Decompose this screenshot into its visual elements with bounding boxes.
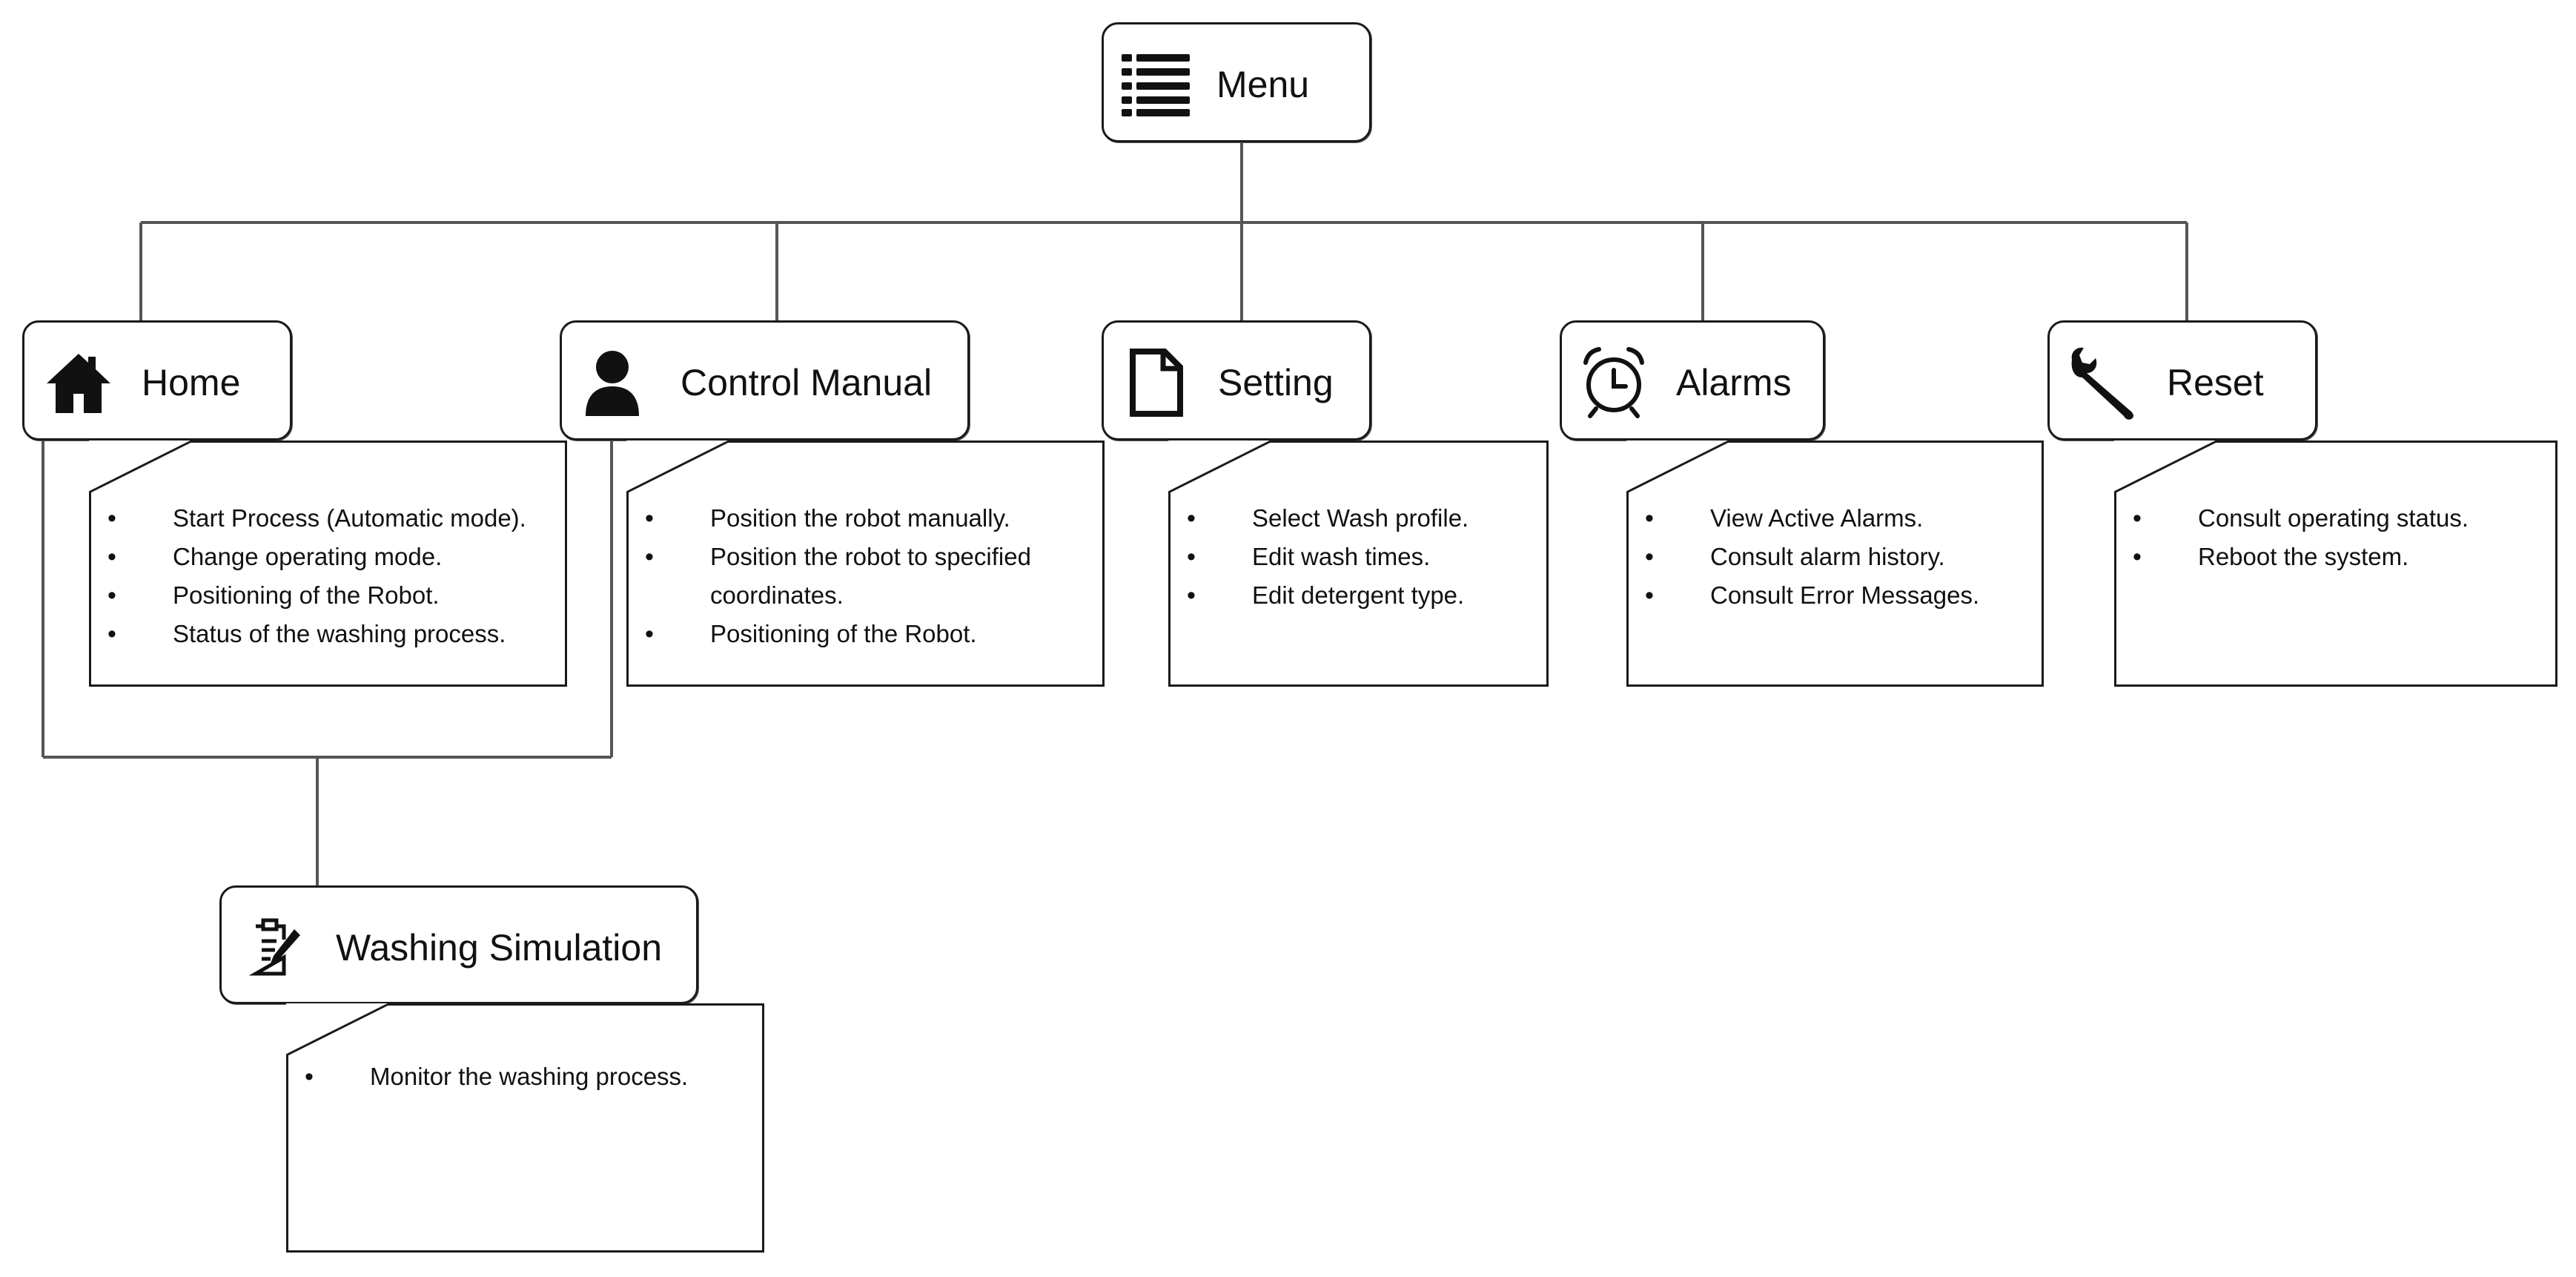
- list-item: Select Wash profile.: [1187, 499, 1541, 538]
- washing-simulation-node[interactable]: Washing Simulation: [219, 885, 698, 1004]
- user-icon: [583, 349, 642, 418]
- reset-label: Reset: [2167, 362, 2264, 403]
- control-manual-node[interactable]: Control Manual: [560, 320, 970, 440]
- list-item: Monitor the washing process.: [305, 1057, 755, 1096]
- wrench-icon: [2067, 346, 2142, 420]
- alarms-node[interactable]: Alarms: [1560, 320, 1825, 440]
- alarms-label: Alarms: [1676, 362, 1792, 403]
- list-item: Reboot the system.: [2133, 538, 2546, 576]
- list-item: Status of the washing process.: [107, 615, 558, 653]
- reset-description: Consult operating status. Reboot the sys…: [2114, 440, 2557, 687]
- list-item: Positioning of the Robot.: [645, 615, 1096, 653]
- setting-node[interactable]: Setting: [1102, 320, 1371, 440]
- home-description: Start Process (Automatic mode). Change o…: [89, 440, 567, 687]
- alarms-description: View Active Alarms. Consult alarm histor…: [1626, 440, 2044, 687]
- home-node[interactable]: Home: [22, 320, 292, 440]
- setting-label: Setting: [1218, 362, 1334, 403]
- home-icon: [45, 351, 112, 415]
- document-icon: [1129, 348, 1184, 418]
- list-item: Consult Error Messages.: [1645, 576, 2036, 615]
- list-item: Consult operating status.: [2133, 499, 2546, 538]
- clipboard-edit-icon: [245, 917, 305, 977]
- list-item: Change operating mode.: [107, 538, 558, 576]
- setting-description: Select Wash profile. Edit wash times. Ed…: [1168, 440, 1549, 687]
- menu-node[interactable]: Menu: [1102, 22, 1371, 142]
- washing-simulation-description: Monitor the washing process.: [286, 1003, 764, 1253]
- washing-simulation-label: Washing Simulation: [336, 927, 663, 969]
- list-item: Start Process (Automatic mode).: [107, 499, 558, 538]
- control-manual-description: Position the robot manually. Position th…: [626, 440, 1105, 687]
- list-item: Edit wash times.: [1187, 538, 1541, 576]
- list-item: Position the robot to specified coordina…: [645, 538, 1096, 615]
- list-item: Consult alarm history.: [1645, 538, 2036, 576]
- list-item: Positioning of the Robot.: [107, 576, 558, 615]
- control-manual-label: Control Manual: [681, 362, 933, 403]
- alarm-clock-icon: [1580, 346, 1648, 419]
- menu-label: Menu: [1216, 64, 1310, 105]
- list-item: View Active Alarms.: [1645, 499, 2036, 538]
- reset-node[interactable]: Reset: [2047, 320, 2317, 440]
- list-icon: [1122, 53, 1190, 116]
- home-label: Home: [142, 362, 241, 403]
- list-item: Position the robot manually.: [645, 499, 1096, 538]
- list-item: Edit detergent type.: [1187, 576, 1541, 615]
